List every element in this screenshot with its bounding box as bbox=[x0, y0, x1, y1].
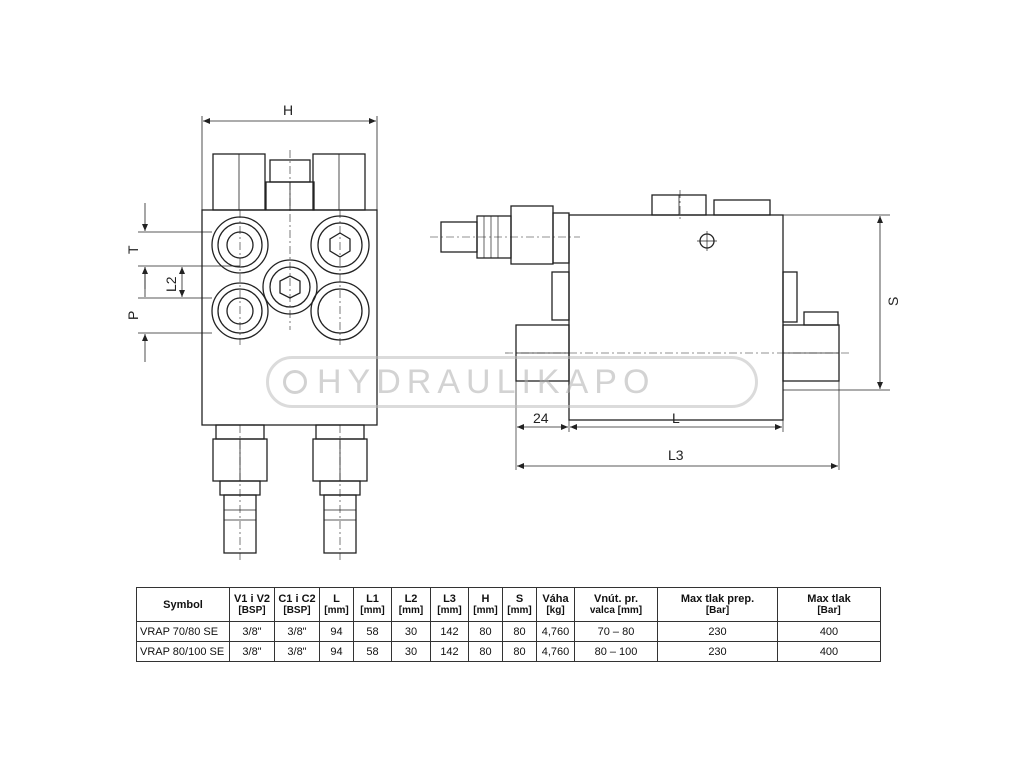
header-symbol: Symbol bbox=[136, 587, 230, 622]
technical-drawing: H T P L2 bbox=[125, 102, 901, 560]
table-cell: 80 bbox=[502, 641, 537, 662]
specification-table: Symbol V1 i V2[BSP] C1 i C2[BSP] L[mm] L… bbox=[136, 587, 881, 662]
table-cell: VRAP 80/100 SE bbox=[136, 641, 230, 662]
header-S: S[mm] bbox=[502, 587, 537, 622]
dimension-label-P: P bbox=[125, 311, 141, 320]
dimension-label-24: 24 bbox=[533, 410, 549, 426]
table-cell: 142 bbox=[430, 621, 469, 642]
front-view bbox=[138, 116, 378, 560]
table-cell: 80 bbox=[502, 621, 537, 642]
table-cell: 94 bbox=[319, 621, 354, 642]
table-row: VRAP 80/100 SE 3/8" 3/8" 94 58 30 142 80… bbox=[136, 641, 881, 662]
valve-body-front bbox=[201, 209, 378, 426]
side-view bbox=[430, 190, 890, 470]
header-L1: L1[mm] bbox=[353, 587, 392, 622]
table-cell: 230 bbox=[657, 641, 778, 662]
dimension-label-L3: L3 bbox=[668, 447, 684, 463]
table-cell: 80 – 100 bbox=[574, 641, 658, 662]
table-cell: 30 bbox=[391, 621, 431, 642]
table-cell: 30 bbox=[391, 641, 431, 662]
header-L: L[mm] bbox=[319, 587, 354, 622]
table-cell: 400 bbox=[777, 621, 881, 642]
table-row: VRAP 70/80 SE 3/8" 3/8" 94 58 30 142 80 … bbox=[136, 621, 881, 642]
header-L3: L3[mm] bbox=[430, 587, 469, 622]
dimension-label-T: T bbox=[125, 245, 141, 254]
table-cell: 94 bbox=[319, 641, 354, 662]
table-cell: 80 bbox=[468, 621, 503, 642]
header-H: H[mm] bbox=[468, 587, 503, 622]
header-max-relief-pressure: Max tlak prep.[Bar] bbox=[657, 587, 778, 622]
table-cell: 3/8" bbox=[274, 641, 320, 662]
header-c1-c2: C1 i C2[BSP] bbox=[274, 587, 320, 622]
header-max-pressure: Max tlak[Bar] bbox=[777, 587, 881, 622]
table-cell: 142 bbox=[430, 641, 469, 662]
dimension-label-L2: L2 bbox=[163, 276, 179, 292]
valve-body-side bbox=[568, 214, 784, 421]
header-L2: L2[mm] bbox=[391, 587, 431, 622]
table-cell: 3/8" bbox=[274, 621, 320, 642]
dimension-label-L: L bbox=[672, 410, 680, 426]
table-cell: 58 bbox=[353, 621, 392, 642]
header-inner-diameter: Vnút. pr.valca [mm] bbox=[574, 587, 658, 622]
table-cell: 3/8" bbox=[229, 641, 275, 662]
header-v1-v2: V1 i V2[BSP] bbox=[229, 587, 275, 622]
table-cell: 3/8" bbox=[229, 621, 275, 642]
table-cell: 4,760 bbox=[536, 641, 575, 662]
table-cell: 70 – 80 bbox=[574, 621, 658, 642]
table-header-row: Symbol V1 i V2[BSP] C1 i C2[BSP] L[mm] L… bbox=[136, 587, 881, 622]
dimension-label-S: S bbox=[885, 297, 901, 306]
table-cell: 4,760 bbox=[536, 621, 575, 642]
table-cell: 58 bbox=[353, 641, 392, 662]
table-cell: VRAP 70/80 SE bbox=[136, 621, 230, 642]
table-cell: 230 bbox=[657, 621, 778, 642]
header-weight: Váha[kg] bbox=[536, 587, 575, 622]
table-cell: 80 bbox=[468, 641, 503, 662]
dimension-label-H: H bbox=[283, 102, 293, 118]
table-cell: 400 bbox=[777, 641, 881, 662]
